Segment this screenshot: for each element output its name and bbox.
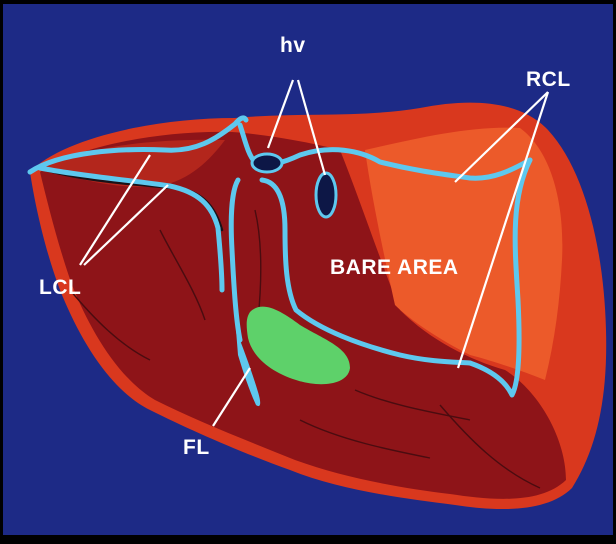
label-hv: hv (280, 34, 306, 57)
label-lcl: LCL (39, 276, 81, 299)
label-fl: FL (183, 436, 210, 459)
label-rcl: RCL (526, 68, 571, 91)
hepatic-vein-right (316, 173, 336, 217)
label-bare-area: BARE AREA (330, 256, 459, 279)
hepatic-vein-left (252, 154, 282, 172)
